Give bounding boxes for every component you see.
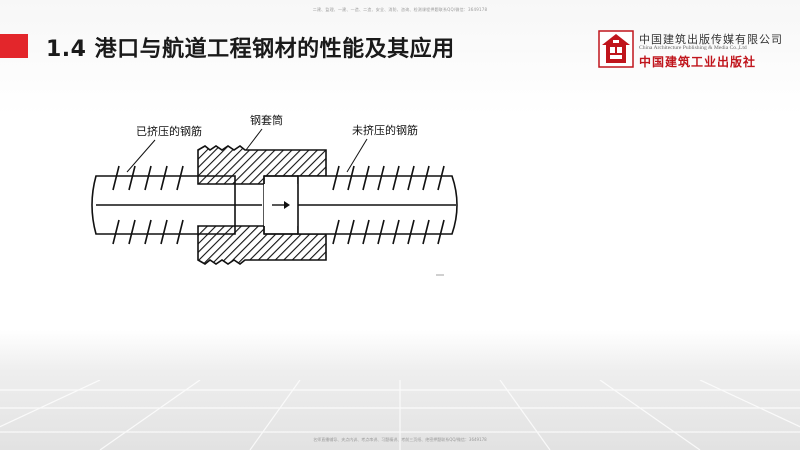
page-title: 1.4 港口与航道工程钢材的性能及其应用: [46, 37, 455, 62]
publisher-name-en: China Architecture Publishing & Media Co…: [639, 45, 747, 51]
steel-sleeve: [197, 145, 327, 265]
leader-sleeve: [245, 128, 263, 151]
floor-grid: [0, 380, 800, 450]
label-steel-sleeve: 钢套筒: [250, 113, 283, 127]
publisher-emblem-icon: [598, 30, 634, 68]
left-rebar: [91, 165, 262, 245]
publisher-name-calligraphy: 中国建筑工业出版社: [639, 55, 757, 69]
watermark-bottom: 名师直播辅导、夹点内训、考点串讲、习题精讲、考前三页纸、绝密押题联系QQ/微信：…: [313, 437, 487, 442]
title-accent-bar: [0, 34, 28, 58]
right-rebar: [297, 165, 458, 245]
watermark-top: 二建、监理、一建、一造、二造、安全、消防、咨询、检测课程押题联系QQ/微信：36…: [312, 7, 488, 12]
faint-mark: [436, 274, 444, 276]
leader-pressed: [126, 139, 156, 173]
leader-unpressed: [346, 138, 368, 173]
publisher-logo: 中国建筑出版传媒有限公司 China Architecture Publishi…: [598, 30, 793, 70]
label-unpressed-rebar: 未挤压的钢筋: [352, 123, 418, 137]
label-pressed-rebar: 已挤压的钢筋: [136, 124, 202, 138]
publisher-name-cn: 中国建筑出版传媒有限公司: [639, 33, 783, 46]
